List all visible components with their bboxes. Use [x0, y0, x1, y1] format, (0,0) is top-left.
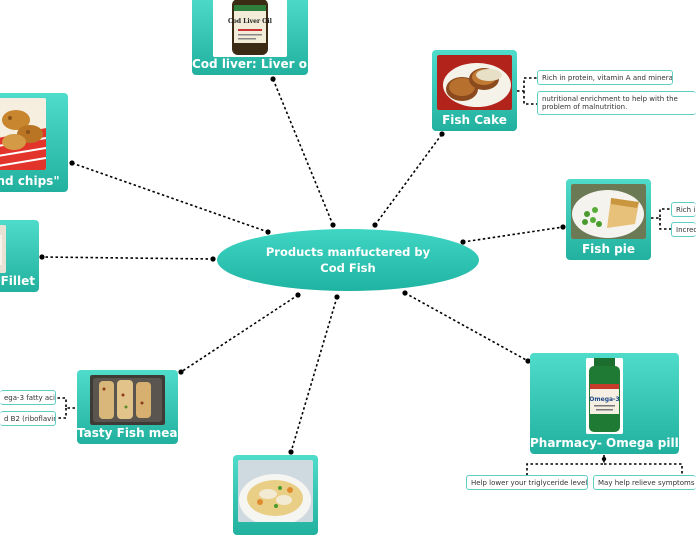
node-fish-pie-label: Fish pie — [581, 242, 635, 256]
bracket-fish-pie — [651, 208, 672, 230]
node-fish-cake-label: Fish Cake — [442, 113, 507, 127]
edge-fillet — [41, 256, 214, 260]
node-fish-chips[interactable]: and chips" — [0, 93, 68, 192]
node-cod-liver-label: Cod liver: Liver oil — [192, 57, 316, 71]
node-tasty-meal[interactable]: Tasty Fish meal — [77, 370, 182, 444]
node-fish-pie[interactable]: Fish pie — [566, 179, 651, 260]
edge-fish-pie — [462, 226, 564, 243]
tasty-meal-image — [90, 375, 165, 425]
omega-pills-bottle-image: Omega-3 — [586, 358, 623, 434]
edge-fish-cake — [374, 133, 443, 226]
node-omega[interactable]: Omega-3 Pharmacy- Omega pills — [530, 353, 686, 454]
node-omega-label: Pharmacy- Omega pills — [530, 436, 686, 450]
subtopic-tasty-riboflavin[interactable]: d B2 (riboflavin) — [0, 411, 56, 426]
fish-cake-image — [437, 55, 512, 110]
node-fish-cake[interactable]: Fish Cake — [432, 50, 517, 131]
node-soup[interactable] — [233, 455, 318, 535]
subtopic-fish-cake-protein[interactable]: Rich in protein, vitamin A and minerals — [537, 70, 673, 85]
central-topic[interactable]: Products manfuctered by Cod Fish — [217, 229, 479, 291]
edge-fish-chips — [71, 162, 269, 233]
subtopic-fish-pie-2[interactable]: Incred — [671, 222, 696, 237]
node-fillet-label: Fillet — [0, 274, 35, 288]
edge-soup — [290, 296, 338, 453]
bracket-tasty — [56, 397, 75, 419]
subtopic-fish-pie-1[interactable]: Rich i — [671, 202, 696, 217]
bottle-label: Cod Liver Oil — [228, 18, 273, 25]
soup-image — [238, 460, 313, 522]
fish-pie-image — [571, 184, 646, 239]
subtopic-omega-triglyceride[interactable]: Help lower your triglyceride levels. — [466, 475, 588, 490]
edge-cod-liver — [272, 78, 334, 226]
node-fillet[interactable]: Fillet — [0, 220, 39, 292]
connector-lines — [39, 76, 683, 475]
fish-and-chips-image — [0, 98, 46, 170]
subtopic-omega-symptoms[interactable]: May help relieve symptoms of — [593, 475, 696, 490]
subtopic-fish-cake-nutrition[interactable]: nutritional enrichment to help with the … — [537, 91, 696, 115]
node-fish-chips-label: and chips" — [0, 174, 60, 188]
node-tasty-meal-label: Tasty Fish meal — [77, 426, 182, 440]
bracket-fish-cake — [517, 77, 537, 105]
bracket-omega — [526, 455, 683, 475]
cod-liver-oil-bottle-image: Cod Liver Oil — [213, 0, 287, 57]
subtopic-tasty-omega3[interactable]: ega-3 fatty acids — [0, 390, 56, 405]
edge-omega — [404, 292, 529, 362]
bottle-label: Omega-3 — [589, 396, 619, 403]
fillet-image — [0, 225, 6, 273]
edge-tasty-meal — [180, 294, 299, 373]
node-cod-liver[interactable]: Cod Liver Oil Cod liver: Liver oil — [192, 0, 316, 75]
